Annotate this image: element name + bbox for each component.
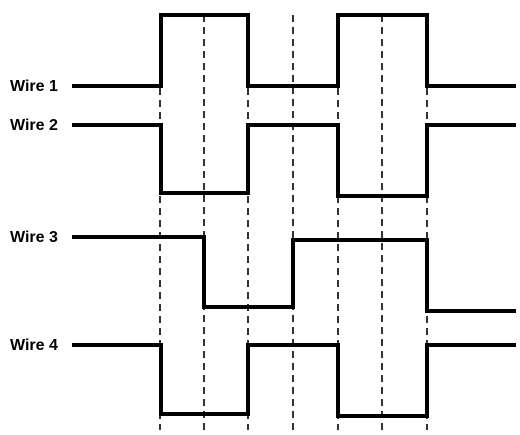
wire-2-waveform: [72, 123, 516, 198]
wire-3-waveform: [72, 235, 516, 313]
wire-1-waveform: [72, 13, 516, 88]
wire-2-label: Wire 2: [10, 117, 58, 134]
timing-guides: [159, 15, 428, 430]
wire-1-label: Wire 1: [10, 78, 58, 95]
wire-4-waveform: [72, 343, 516, 418]
wire-3-label: Wire 3: [10, 229, 58, 246]
wire-4-label: Wire 4: [10, 337, 58, 354]
